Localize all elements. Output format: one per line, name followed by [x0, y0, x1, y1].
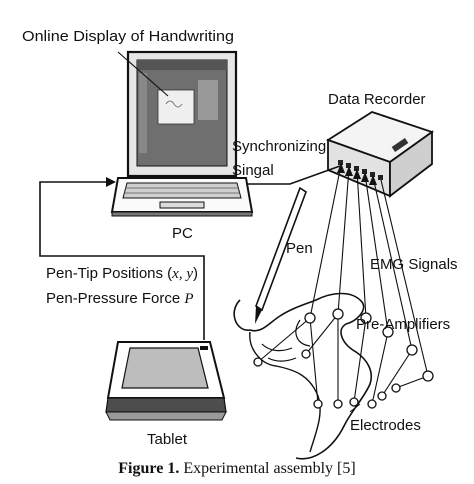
- data-recorder-label: Data Recorder: [328, 91, 426, 108]
- figure-caption: Figure 1. Experimental assembly [5]: [118, 460, 355, 477]
- caption-bold: Figure 1.: [118, 460, 179, 477]
- signal-label: Singal: [232, 162, 274, 179]
- pen-tip-prefix: Pen-Tip Positions (: [46, 265, 172, 282]
- pen-data-arrow: [106, 177, 116, 187]
- electrode-wires: [257, 313, 429, 405]
- tablet-device: [105, 341, 227, 421]
- pen-label: Pen: [286, 240, 313, 257]
- emg-signals-label: EMG Signals: [370, 256, 458, 273]
- online-display-label: Online Display of Handwriting: [22, 28, 234, 45]
- caption-text: Experimental assembly [5]: [179, 460, 355, 477]
- pen-pressure-label: Pen-Pressure Force P: [46, 290, 194, 307]
- pen-data-loop: [39, 181, 205, 340]
- pc-label: PC: [172, 225, 193, 242]
- emg-signal-wires: [309, 164, 429, 377]
- pre-amplifiers-label: Pre-Amplifiers: [356, 316, 450, 333]
- pen-pressure-prefix: Pen-Pressure Force: [46, 290, 184, 307]
- pen-tip-positions-label: Pen-Tip Positions (x, y): [46, 265, 198, 282]
- synchronizing-label: Synchronizing: [232, 138, 326, 155]
- electrodes-pointer: [349, 403, 361, 413]
- data-recorder-box: [325, 111, 434, 198]
- pen-pressure-var: P: [183, 291, 193, 307]
- pen-tip-suffix: ): [193, 265, 198, 282]
- handwriting-window: [157, 89, 195, 125]
- tablet-label: Tablet: [147, 431, 188, 448]
- pen: [255, 186, 307, 324]
- pc-laptop: [110, 50, 254, 217]
- electrodes-label: Electrodes: [350, 417, 421, 434]
- pen-tip-vars: x, y: [171, 266, 193, 282]
- online-display-pointer: [117, 51, 169, 97]
- sync-line: [246, 165, 341, 185]
- electrode-nodes: [253, 349, 401, 409]
- pre-amplifier-nodes: [304, 308, 434, 382]
